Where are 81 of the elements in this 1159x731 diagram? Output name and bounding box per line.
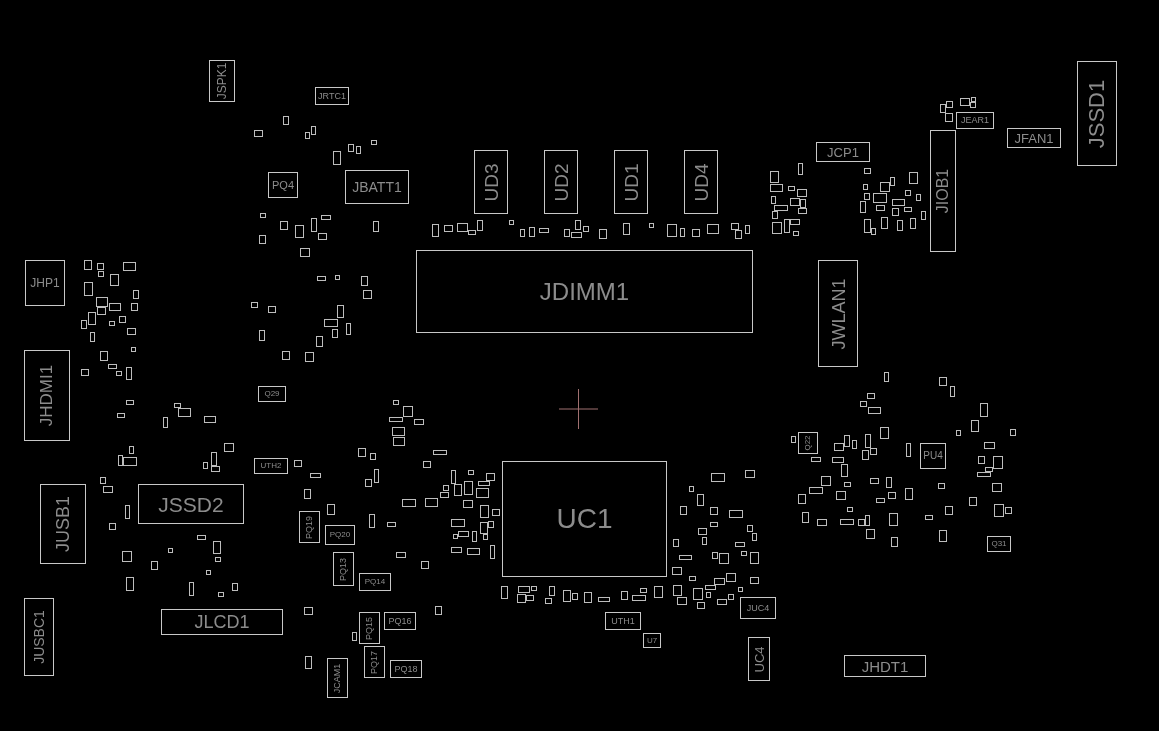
component-outline bbox=[614, 150, 648, 214]
component-designator: PQ20 bbox=[329, 531, 351, 539]
component-outline bbox=[1007, 128, 1061, 148]
component-designator: Q29 bbox=[264, 390, 280, 398]
component-outline bbox=[384, 612, 416, 630]
component-outline bbox=[1077, 61, 1117, 166]
component-outline bbox=[258, 386, 286, 402]
component-designator: JHP1 bbox=[30, 277, 60, 289]
component-designator: JUSBC1 bbox=[32, 610, 46, 664]
component-designator: U7 bbox=[646, 636, 658, 645]
component-designator: PU4 bbox=[923, 451, 943, 461]
component-designator: PQ15 bbox=[365, 616, 374, 640]
component-outline bbox=[138, 484, 244, 524]
component-outline bbox=[161, 609, 283, 635]
component-outline bbox=[333, 552, 354, 586]
component-outline bbox=[748, 637, 770, 681]
component-designator: JSSD2 bbox=[158, 493, 224, 515]
component-outline bbox=[327, 658, 348, 698]
component-outline bbox=[816, 142, 870, 162]
component-outline bbox=[502, 461, 667, 577]
component-designator: JBATT1 bbox=[352, 180, 402, 194]
component-outline bbox=[364, 646, 385, 678]
component-designator: PQ19 bbox=[305, 515, 314, 539]
component-outline bbox=[740, 597, 776, 619]
component-outline bbox=[24, 598, 54, 676]
component-outline bbox=[956, 112, 994, 129]
component-outline bbox=[474, 150, 508, 214]
component-designator: JWLAN1 bbox=[829, 278, 847, 349]
component-designator: JSPK1 bbox=[216, 62, 228, 100]
component-designator: JDIMM1 bbox=[539, 279, 630, 304]
component-outline bbox=[209, 60, 235, 102]
component-outline bbox=[359, 573, 391, 591]
component-designator: Q31 bbox=[991, 540, 1007, 548]
component-designator: JSSD1 bbox=[1086, 79, 1108, 148]
component-outline bbox=[25, 260, 65, 306]
component-designator: PQ4 bbox=[272, 179, 294, 191]
component-outline bbox=[920, 443, 946, 469]
component-designator: JCP1 bbox=[827, 145, 859, 159]
component-designator: UD2 bbox=[551, 163, 571, 201]
component-designator: JRTC1 bbox=[318, 91, 346, 101]
component-designator: JHDT1 bbox=[861, 658, 909, 674]
component-outline bbox=[24, 350, 70, 441]
component-outline bbox=[40, 484, 86, 564]
component-outline bbox=[544, 150, 578, 214]
component-outline bbox=[930, 130, 956, 252]
component-designator: JCAM1 bbox=[333, 663, 342, 693]
component-designator: UC1 bbox=[556, 505, 613, 533]
component-outline bbox=[818, 260, 858, 367]
component-outline bbox=[268, 172, 298, 198]
component-outline bbox=[315, 87, 349, 105]
component-outline bbox=[359, 612, 380, 644]
component-designator: UD4 bbox=[691, 163, 711, 201]
component-outline bbox=[416, 250, 753, 333]
component-outline bbox=[798, 432, 818, 454]
component-outline bbox=[254, 458, 288, 474]
component-designator: JUC4 bbox=[746, 603, 770, 613]
component-designator: PQ14 bbox=[364, 578, 386, 586]
component-designator: PQ16 bbox=[388, 616, 412, 626]
component-designator: UTH1 bbox=[611, 616, 635, 626]
component-outline bbox=[325, 525, 355, 545]
component-designator: JIOB1 bbox=[935, 168, 951, 214]
component-designator: JFAN1 bbox=[1014, 131, 1054, 145]
component-designator: PQ18 bbox=[394, 664, 418, 674]
component-designator: Q22 bbox=[804, 435, 812, 451]
component-designator: JHDMI1 bbox=[38, 364, 56, 427]
component-designator: PQ13 bbox=[339, 557, 348, 581]
component-designator: PQ17 bbox=[370, 650, 379, 674]
component-designator: JUSB1 bbox=[54, 496, 72, 552]
component-outline bbox=[299, 511, 320, 543]
component-outline bbox=[684, 150, 718, 214]
component-outline bbox=[345, 170, 409, 204]
component-designator: JLCD1 bbox=[194, 613, 250, 631]
component-outline bbox=[844, 655, 926, 677]
component-outline bbox=[605, 612, 641, 630]
component-designator: UD1 bbox=[621, 163, 641, 201]
component-outline bbox=[390, 660, 422, 678]
component-designator: JEAR1 bbox=[961, 116, 989, 125]
component-designator: UC4 bbox=[752, 646, 766, 672]
component-outline bbox=[987, 536, 1011, 552]
component-designator: UTH2 bbox=[260, 462, 282, 470]
component-designator: UD3 bbox=[481, 163, 501, 201]
